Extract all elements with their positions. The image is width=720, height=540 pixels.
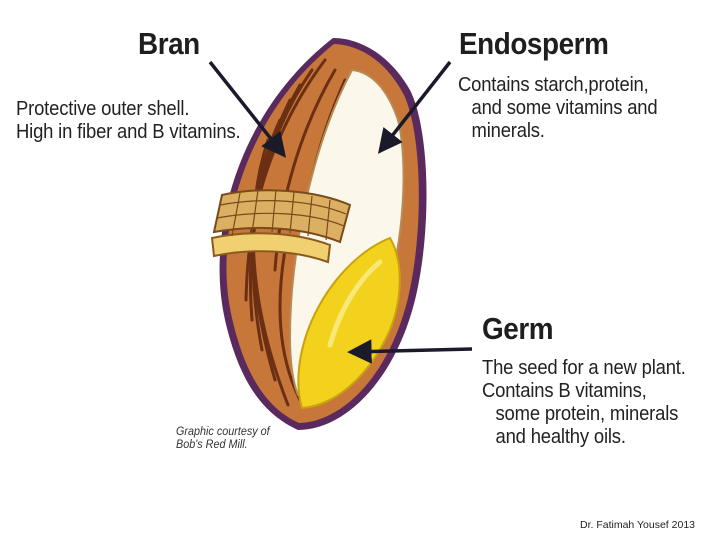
germ-line: The seed for a new plant.	[482, 356, 686, 379]
germ-line: Contains B vitamins,	[482, 379, 647, 402]
endosperm-line: Contains starch,protein,	[458, 73, 649, 96]
bran-heading: Bran	[138, 26, 200, 61]
credit-line: Graphic courtesy of	[176, 424, 270, 438]
endosperm-line: minerals.	[471, 119, 545, 142]
endosperm-description: Contains starch,protein, and some vitami…	[458, 73, 658, 142]
graphic-credit: Graphic courtesy of Bob's Red Mill.	[176, 425, 270, 451]
endosperm-heading: Endosperm	[459, 26, 609, 61]
germ-line: and healthy oils.	[495, 425, 626, 448]
credit-line: Bob's Red Mill.	[176, 437, 248, 451]
endosperm-arrow	[377, 60, 452, 154]
germ-arrow	[347, 339, 473, 364]
bran-arrow	[208, 60, 287, 158]
germ-region	[297, 236, 401, 410]
germ-heading: Germ	[482, 311, 554, 346]
bran-description: Protective outer shell. High in fiber an…	[16, 97, 241, 143]
husk-strip-inner	[210, 232, 332, 264]
husk-strip-outer	[212, 189, 352, 244]
footer-author: Dr. Fatimah Yousef 2013	[580, 519, 695, 531]
germ-line: some protein, minerals	[495, 402, 679, 425]
bran-line: High in fiber and B vitamins.	[16, 120, 241, 143]
germ-highlight	[327, 259, 383, 348]
germ-description: The seed for a new plant. Contains B vit…	[482, 356, 686, 448]
peeled-husk	[210, 189, 352, 264]
bran-line: Protective outer shell.	[16, 97, 190, 120]
endosperm-line: and some vitamins and	[471, 96, 658, 119]
